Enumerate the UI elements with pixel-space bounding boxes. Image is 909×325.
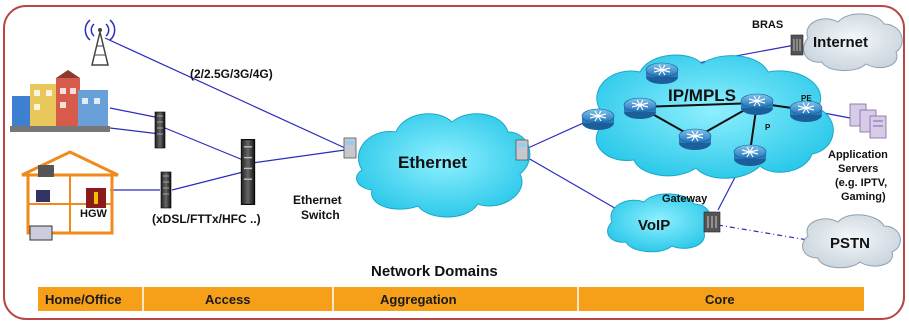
link-gateway-pstn [717,224,809,241]
app-servers-label-3: (e.g. IPTV, [835,177,887,189]
link-building-access1b [109,127,161,135]
pstn-label: PSTN [830,235,870,252]
office-buildings-icon [10,70,110,132]
link-router-core [527,119,591,149]
home-house-icon [21,150,119,241]
gateway-label: Gateway [662,193,708,205]
ipmpls-cloud [592,54,834,179]
network-domains-title: Network Domains [371,263,498,280]
ethernet-switch-label-1: Ethernet [293,193,342,207]
ipmpls-label: IP/MPLS [668,86,736,105]
internet-label: Internet [813,34,868,51]
router-edge-icon [581,108,615,131]
link-access2-agg [171,171,244,191]
app-servers-label-1: Application [828,149,888,161]
wireless-label: (2/2.5G/3G/4G) [190,67,273,81]
link-agg-switch [251,149,346,164]
edge-router-icon [515,139,529,161]
app-servers-label-4: Gaming) [841,191,886,203]
ethernet-switch-icon [343,137,357,159]
pe-label: PE [801,94,812,103]
internet-cloud [803,13,903,71]
router-core-lower-icon [733,144,767,167]
wired-label: (xDSL/FTTx/HFC ..) [152,212,261,226]
domain-aggregation: Aggregation [380,292,457,307]
tv-icon [36,190,50,202]
bras-label: BRAS [752,19,783,31]
ethernet-cloud-label: Ethernet [398,153,467,172]
access-node-2-icon [160,171,172,209]
phone-icon [38,165,54,177]
cell-tower-icon [84,19,116,66]
router-core-pe-icon [789,100,823,123]
laptop-icon [29,225,53,241]
access-node-1-icon [154,111,166,149]
application-servers-icon [849,103,887,139]
domain-access: Access [205,292,251,307]
aggregation-node-icon [240,138,256,206]
domain-core: Core [705,292,735,307]
router-core-bottom-icon [678,128,712,151]
ethernet-cloud [356,113,531,218]
domain-bar: Home/Office Access Aggregation Core [38,287,864,311]
bras-device-icon [790,34,804,56]
p-label: P [765,123,771,132]
router-core-top-icon [645,62,679,85]
app-servers-label-2: Servers [838,163,878,175]
link-tower-switch [104,37,346,149]
link-building-access1 [109,107,161,119]
router-core-left-icon [623,97,657,120]
voip-label: VoIP [638,217,670,234]
domain-home-office: Home/Office [45,292,122,307]
ethernet-switch-label-2: Switch [301,208,340,222]
gateway-device-icon [703,211,721,233]
hgw-label: HGW [80,208,108,220]
domain-bar-background [38,287,864,311]
link-access1-agg [164,127,244,161]
pstn-cloud [802,214,901,269]
router-core-p-icon [740,93,774,116]
